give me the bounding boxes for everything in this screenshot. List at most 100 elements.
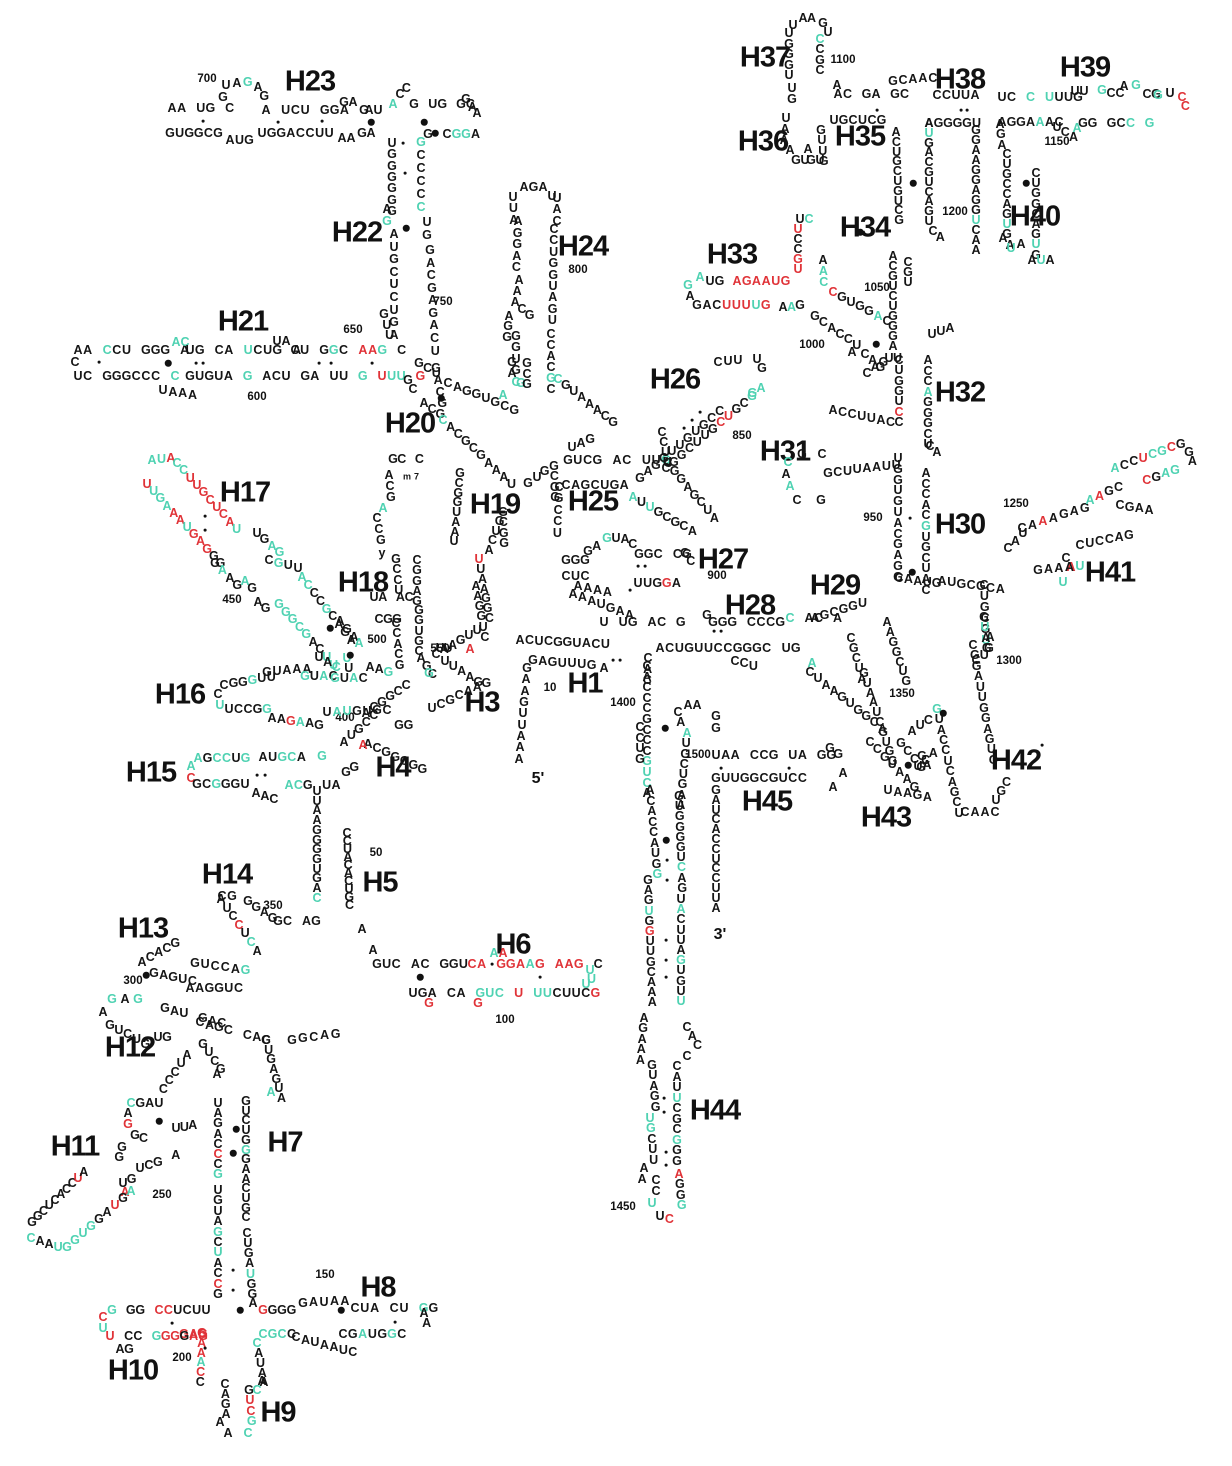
nucleotide-C: C <box>286 1326 297 1341</box>
nucleotide-U: U <box>178 971 188 986</box>
nucleotide-U: U <box>936 323 946 338</box>
nucleotide-G: G <box>160 1000 170 1015</box>
nucleotide-G: G <box>230 776 241 791</box>
nucleotide-U: U <box>517 717 527 732</box>
nucleotide-U: U <box>691 423 701 438</box>
nucleotide-U: U <box>195 368 205 383</box>
nucleotide-U: U <box>795 211 805 226</box>
nucleotide-G: G <box>152 1154 163 1169</box>
nucleotide-G: G <box>1124 499 1135 514</box>
nucleotide-C: C <box>309 585 319 600</box>
nucleotide-A: A <box>514 751 524 766</box>
nucleotide-U: U <box>552 525 562 540</box>
nucleotide-G: G <box>262 664 272 679</box>
nucleotide-U: U <box>660 444 670 459</box>
nucleotide-C: C <box>923 712 933 727</box>
helix-label-H27: H27 <box>697 543 749 576</box>
nucleotide-A: A <box>429 318 439 333</box>
nucleotide-G: G <box>580 477 591 492</box>
nucleotide-A: A <box>797 747 807 762</box>
nucleotide-C: C <box>385 478 395 493</box>
nucleotide-G: G <box>810 308 820 323</box>
basepair-dot <box>909 179 917 187</box>
nucleotide-G: G <box>476 448 486 463</box>
nucleotide-C: C <box>430 330 440 345</box>
nucleotide-G: G <box>383 664 394 679</box>
nucleotide-C: C <box>672 1121 682 1136</box>
nucleotide-G: G <box>969 648 980 663</box>
nucleotide-A: A <box>702 297 712 312</box>
nucleotide-C: C <box>223 1022 233 1037</box>
nucleotide-C: C <box>682 1048 692 1063</box>
nucleotide-C: C <box>414 643 424 658</box>
nucleotide-A: A <box>339 102 349 117</box>
nucleotide-U: U <box>960 87 971 102</box>
nucleotide-U: U <box>1070 83 1080 98</box>
basepair-dot <box>142 971 150 979</box>
nucleotide-G: G <box>330 670 340 685</box>
nucleotide-C: C <box>179 463 189 478</box>
nucleotide-U: U <box>1058 574 1068 589</box>
nucleotide-A: A <box>312 812 322 827</box>
nucleotide-U: U <box>971 115 982 130</box>
nucleotide-G: G <box>215 1062 226 1077</box>
nucleotide-U: U <box>991 792 1001 807</box>
nucleotide-A: A <box>525 956 535 971</box>
nucleotide-A: A <box>592 538 602 553</box>
nucleotide-U: U <box>175 125 185 140</box>
nucleotide-G: G <box>644 913 655 928</box>
nucleotide-A: A <box>254 1345 264 1360</box>
nucleotide-U: U <box>881 734 891 749</box>
nucleotide-G: G <box>179 1326 189 1341</box>
nucleotide-G: G <box>190 955 200 970</box>
residue-number-1150: 1150 <box>1044 136 1070 148</box>
nucleotide-G: G <box>70 1232 80 1247</box>
nucleotide-G: G <box>241 1200 251 1215</box>
nucleotide-G: G <box>837 289 847 304</box>
nucleotide-U: U <box>587 971 597 986</box>
nucleotide-m: m <box>402 471 412 482</box>
nucleotide-A: A <box>780 121 790 136</box>
nucleotide-U: U <box>382 956 392 971</box>
nucleotide-U: U <box>329 368 339 383</box>
nucleotide-C: C <box>692 1037 703 1052</box>
nucleotide-A: A <box>1005 237 1015 252</box>
nucleotide-A: A <box>936 722 946 737</box>
nucleotide-A: A <box>870 360 880 374</box>
nucleotide-G: G <box>213 1224 223 1239</box>
nucleotide-U: U <box>213 1245 223 1260</box>
nucleotide-C: C <box>1060 124 1070 139</box>
nucleotide-U: U <box>852 338 862 352</box>
nucleotide-G: G <box>676 973 686 988</box>
nucleotide-G: G <box>238 674 248 689</box>
nucleotide-U: U <box>173 1302 183 1317</box>
nucleotide-U: U <box>339 670 349 685</box>
nucleotide-C: C <box>828 284 838 299</box>
nucleotide-A: A <box>368 342 378 357</box>
nucleotide-U: U <box>414 623 424 638</box>
nucleotide-G: G <box>198 485 209 500</box>
nucleotide-A: A <box>331 777 341 792</box>
basepair-dot <box>872 340 880 348</box>
nucleotide-A: A <box>1054 560 1064 575</box>
nucleotide-U: U <box>943 753 953 768</box>
nucleotide-U: U <box>135 1160 145 1175</box>
nucleotide-A: A <box>592 402 602 417</box>
nucleotide-A: A <box>204 1017 214 1032</box>
basepair-dot <box>401 141 405 145</box>
nucleotide-U: U <box>752 351 762 366</box>
nucleotide-U: U <box>213 1095 223 1110</box>
basepair-dot <box>538 975 542 979</box>
nucleotide-A: A <box>389 327 399 342</box>
nucleotide-A: A <box>422 1315 432 1330</box>
nucleotide-C: C <box>759 770 769 785</box>
nucleotide-C: C <box>891 134 901 149</box>
nucleotide-C: C <box>123 1027 133 1042</box>
nucleotide-A: A <box>213 1105 223 1120</box>
nucleotide-G: G <box>861 86 872 101</box>
nucleotide-U: U <box>893 450 903 465</box>
nucleotide-A: A <box>649 1078 659 1093</box>
basepair-dot <box>231 1268 235 1272</box>
nucleotide-G: G <box>412 563 422 578</box>
nucleotide-C: C <box>465 96 475 111</box>
